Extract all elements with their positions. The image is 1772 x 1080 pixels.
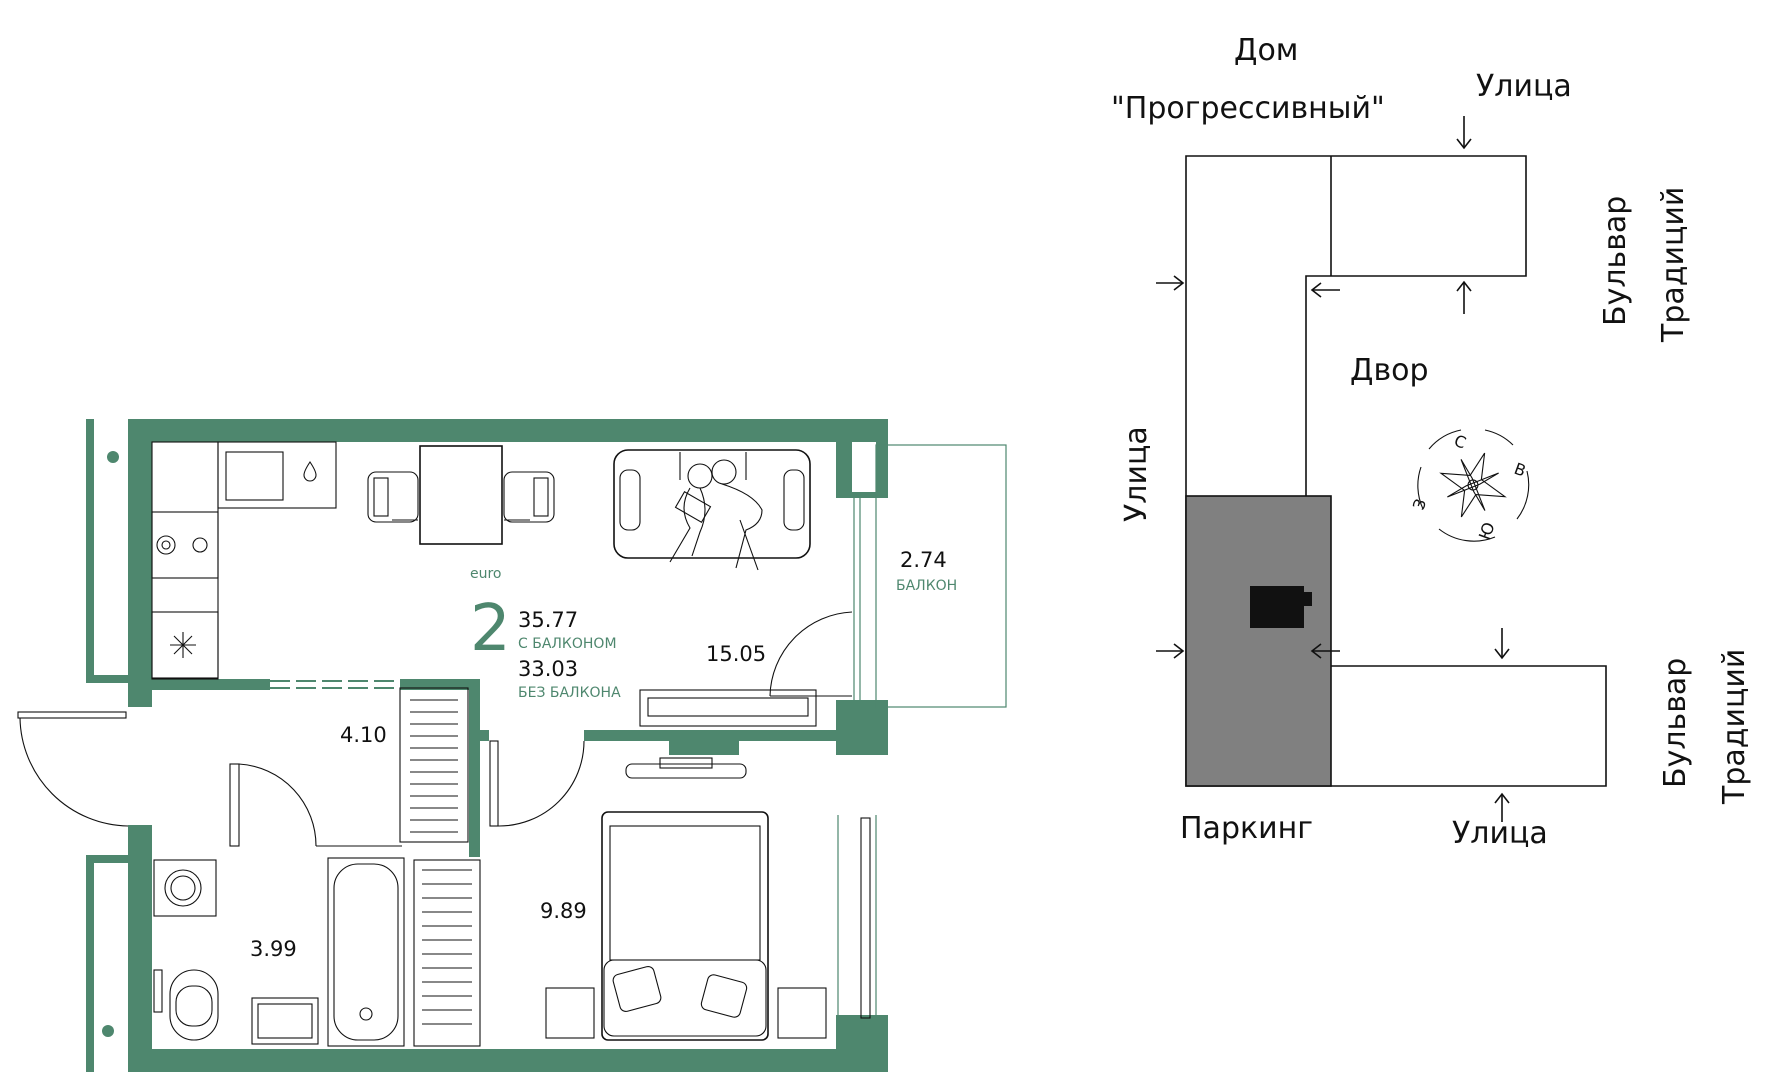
- boulevard-bottom-line2: Традиций: [1717, 649, 1752, 805]
- balcony: [769, 444, 1007, 708]
- arrow-icon: [1156, 275, 1185, 291]
- living-area-label: 15.05: [706, 642, 766, 666]
- stove: [151, 511, 219, 579]
- wall-marker-dot: [102, 1025, 114, 1037]
- rooms-count: 2: [470, 592, 511, 666]
- arrow-icon: [1494, 628, 1510, 660]
- snowflake-icon: [170, 632, 196, 658]
- outer-walls: [86, 419, 888, 1072]
- boulevard-top-line1: Бульвар: [1598, 196, 1633, 326]
- area-with-balcony: 35.77: [518, 608, 578, 632]
- apartment-type-label: euro: [470, 566, 502, 582]
- compass-rose: С В Ю З: [1409, 429, 1530, 543]
- sink: [251, 997, 319, 1045]
- bedroom-furniture: [545, 757, 827, 1041]
- arrow-icon: [1310, 643, 1340, 659]
- compass-north: С: [1452, 431, 1469, 453]
- street-top-label: Улица: [1476, 69, 1572, 104]
- compass-south: Ю: [1475, 520, 1499, 543]
- bedroom-window: [837, 815, 877, 1019]
- street-bottom-label: Улица: [1452, 816, 1548, 851]
- arrow-icon: [1310, 282, 1340, 298]
- people-on-sofa-illustration: [669, 459, 763, 571]
- refrigerator: [151, 611, 219, 679]
- entrance-door: [17, 711, 129, 827]
- building-outline: [1185, 155, 1607, 787]
- area-with-balcony-caption: С БАЛКОНОМ: [518, 636, 617, 652]
- compass-east: В: [1512, 459, 1529, 481]
- parking-marker: [1296, 592, 1312, 606]
- apartment-plan: 2.74 БАЛКОН 15.05 4.10 3.99 9.89 euro 2 …: [17, 419, 1007, 1072]
- bath-radiator: [413, 859, 481, 1047]
- nightstand: [777, 987, 827, 1039]
- area-without-balcony: 33.03: [518, 657, 578, 681]
- bedroom-area-label: 9.89: [540, 899, 587, 923]
- tv-stand-bedroom: [625, 757, 747, 779]
- arrow-icon: [1156, 643, 1185, 659]
- bed: [601, 811, 769, 1041]
- washing-machine: [153, 859, 217, 917]
- dining-table: [367, 445, 555, 545]
- parking-label: Паркинг: [1180, 811, 1313, 846]
- kitchen-sink: [225, 451, 284, 501]
- arrow-icon: [1456, 116, 1472, 150]
- room-divider-dashed: [270, 680, 400, 689]
- house-name-line2: "Прогрессивный": [1111, 91, 1385, 126]
- wall-marker-dot: [107, 451, 119, 463]
- area-without-balcony-caption: БЕЗ БАЛКОНА: [518, 685, 621, 701]
- parking-marker: [1250, 586, 1304, 628]
- arrow-icon: [1456, 280, 1472, 314]
- water-drop-icon: [303, 461, 317, 482]
- site-plan: С В Ю З Дом "Прогрессивный" Улица Двор П…: [1111, 33, 1752, 851]
- house-name-line1: Дом: [1234, 33, 1298, 68]
- balcony-caption: БАЛКОН: [896, 578, 957, 594]
- nightstand: [545, 987, 595, 1039]
- yard-label: Двор: [1350, 353, 1429, 388]
- hall-area-label: 4.10: [340, 723, 387, 747]
- inner-walls: [152, 679, 836, 857]
- bathroom-fixtures: [153, 857, 481, 1047]
- sofa: [613, 449, 811, 571]
- tv-stand-living: [639, 689, 817, 727]
- parking-block: [1185, 495, 1332, 787]
- compass-star-icon: [1439, 452, 1507, 518]
- boulevard-top-line2: Традиций: [1656, 187, 1691, 343]
- entrance-arrows: [1156, 116, 1510, 822]
- street-left-label: Улица: [1119, 426, 1154, 522]
- apartment-summary: euro 2 35.77 С БАЛКОНОМ 33.03 БЕЗ БАЛКОН…: [470, 566, 621, 701]
- bathtub: [327, 857, 405, 1047]
- toilet: [153, 969, 219, 1041]
- balcony-area-label: 2.74: [900, 548, 947, 572]
- bathroom-door: [229, 763, 402, 847]
- hall-radiator: [399, 687, 469, 843]
- bedroom-door: [489, 740, 585, 827]
- kitchen-counter: [151, 441, 337, 680]
- boulevard-bottom-line1: Бульвар: [1658, 658, 1693, 788]
- arrow-icon: [1494, 792, 1510, 822]
- bath-area-label: 3.99: [250, 937, 297, 961]
